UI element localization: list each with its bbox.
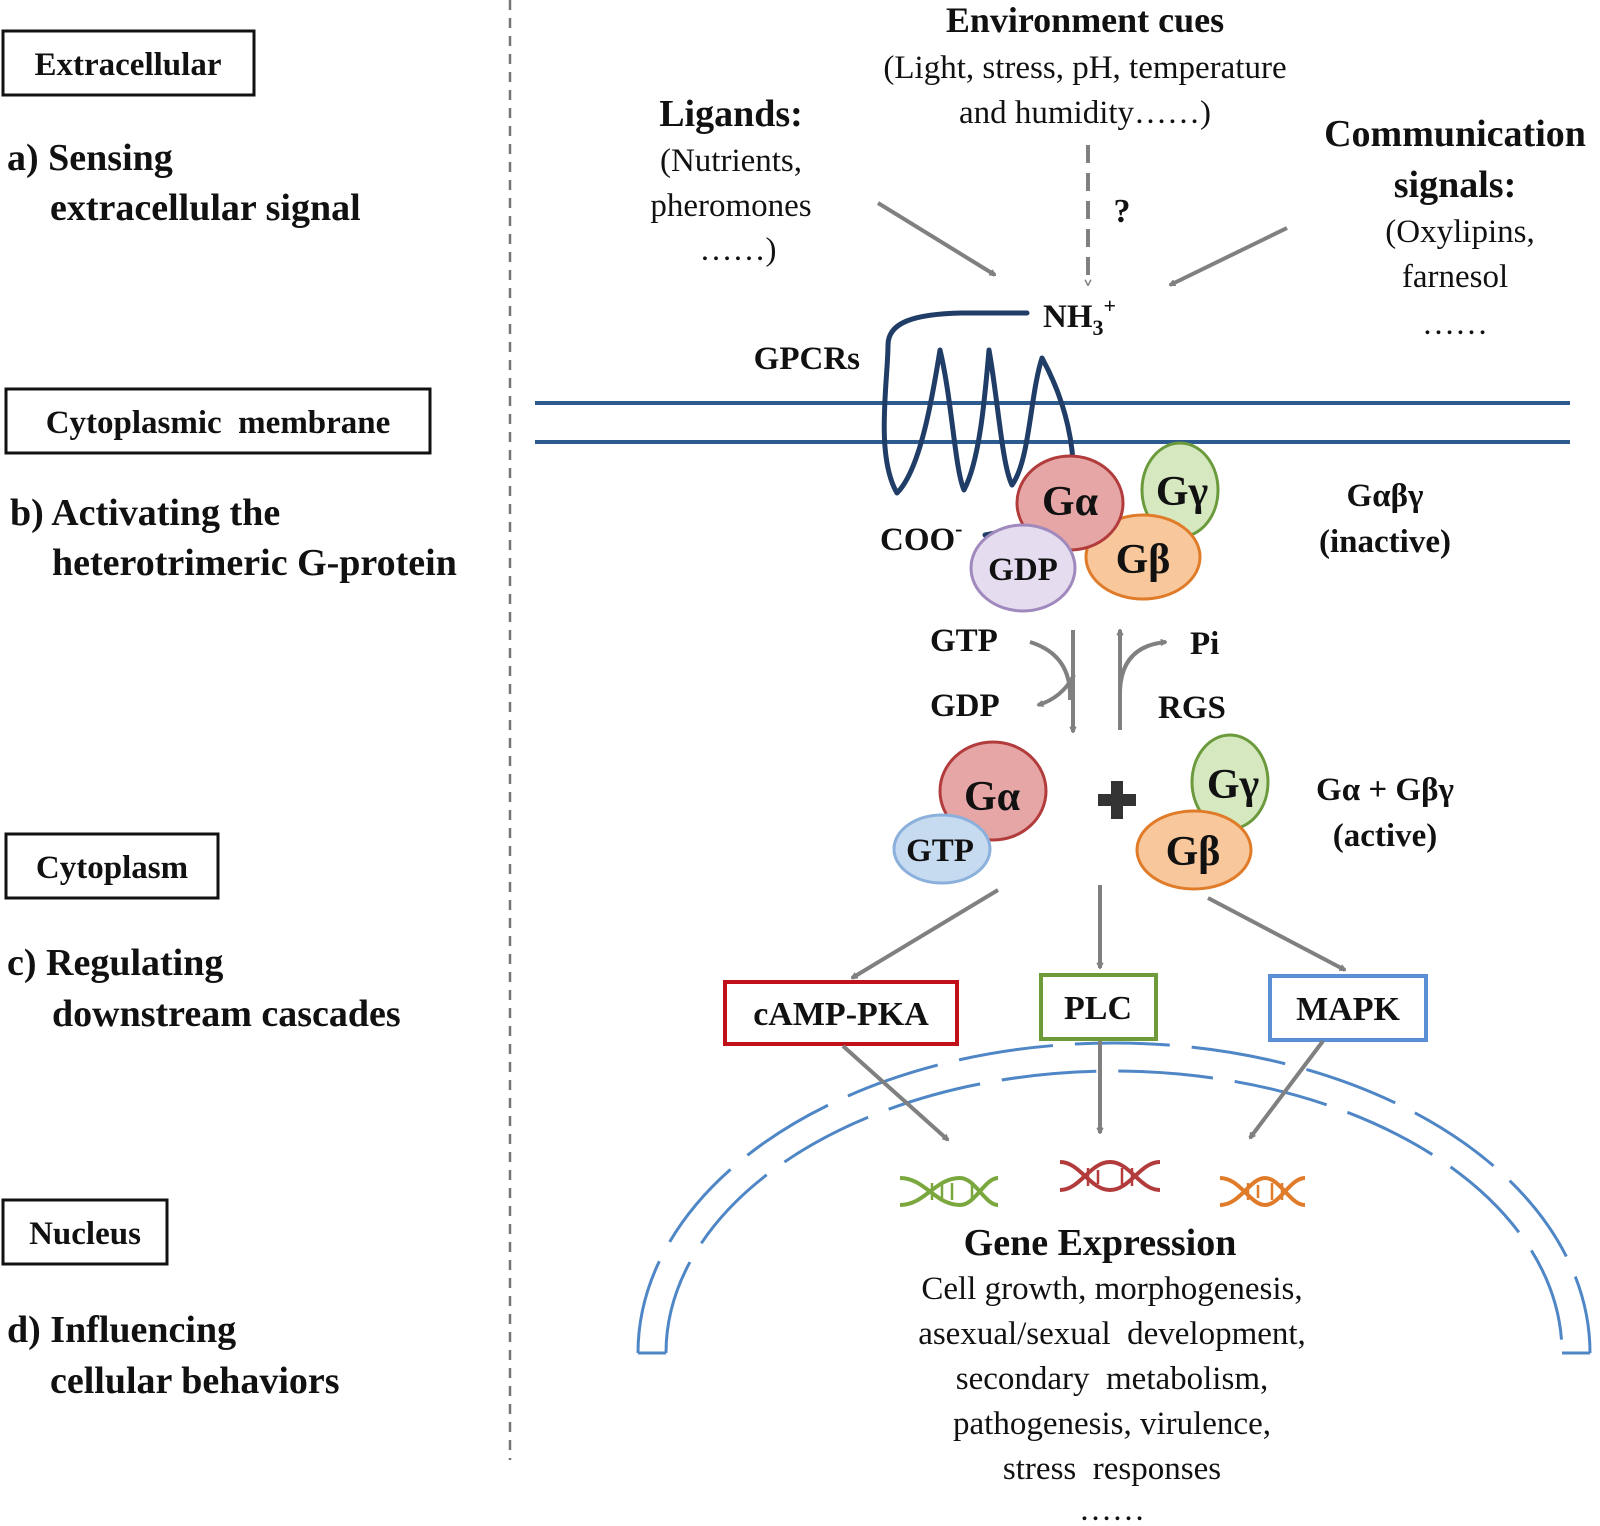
environment-question: ? — [1114, 193, 1131, 230]
communication-title1: Communication — [1324, 113, 1586, 155]
gpcrs-label: GPCRs — [754, 341, 860, 377]
pi-label: Pi — [1190, 626, 1219, 662]
plc-label: PLC — [1064, 990, 1132, 1027]
step-c-desc: downstream cascades — [52, 993, 401, 1035]
gdp-out-arrow — [1038, 674, 1076, 705]
active-alpha-subunit — [938, 740, 1048, 842]
communication-title2: signals: — [1394, 164, 1516, 206]
gtp-label: GTP — [906, 833, 974, 869]
camp-pka-box — [723, 980, 959, 1046]
step-a-desc: extracellular signal — [50, 187, 361, 229]
inactive-label-line2: (inactive) — [1319, 524, 1451, 560]
gene-expression-line6: …… — [1079, 1492, 1145, 1526]
step-d-title: d) Influencing — [7, 1309, 236, 1351]
nucleus-box — [1, 1198, 169, 1266]
arrow-mapk-to-dna — [1248, 1039, 1325, 1138]
active-label-line2: (active) — [1333, 818, 1437, 854]
gtp-in-arrow — [1029, 640, 1073, 701]
active-g-alpha: Gα GTP — [892, 740, 1048, 885]
extracellular-label: Extracellular — [35, 47, 222, 83]
step-b-desc: heterotrimeric G-protein — [52, 542, 457, 584]
inactive-label-line1: Gαβγ — [1347, 478, 1424, 514]
inactive-alpha-label: Gα — [1042, 479, 1099, 525]
communication-arrow — [1170, 226, 1288, 287]
extracellular-box — [1, 29, 256, 97]
active-beta-subunit — [1135, 809, 1253, 891]
step-a-title: a) Sensing — [7, 137, 173, 179]
plc-box — [1039, 973, 1158, 1041]
nucleus-label: Nucleus — [29, 1216, 141, 1252]
exchange-gdp-label: GDP — [930, 688, 1000, 724]
plus-icon — [1098, 781, 1136, 819]
inactive-g-protein: Gγ Gβ Gα GDP — [969, 441, 1220, 613]
active-gamma-label: Gγ — [1207, 762, 1260, 808]
gpcr-receptor — [881, 310, 1076, 538]
membrane-label: Cytoplasmic membrane — [46, 405, 391, 441]
mapk-label: MAPK — [1296, 991, 1400, 1028]
step-c-title: c) Regulating — [7, 942, 223, 984]
gene-expression-line3: secondary metabolism, — [956, 1361, 1269, 1397]
stage-cytoplasm: Cytoplasm c) Regulating downstream casca… — [4, 832, 401, 1035]
dna-icon-red — [1059, 1159, 1161, 1193]
cascade-plc: PLC — [1039, 973, 1158, 1041]
dna-icon-orange — [1219, 1175, 1306, 1208]
communication-signals: Communication signals: (Oxylipins, farne… — [1324, 113, 1586, 342]
ligands-line3: ……) — [700, 232, 777, 268]
mapk-box — [1268, 974, 1428, 1042]
environment-line1: (Light, stress, pH, temperature — [883, 50, 1286, 86]
pi-release-arrow — [1118, 642, 1166, 691]
communication-line1: (Oxylipins, — [1385, 214, 1534, 250]
communication-line2: farnesol — [1402, 259, 1508, 295]
arrow-to-camp-pka — [852, 888, 1000, 980]
active-alpha-label: Gα — [964, 774, 1021, 820]
rgs-label: RGS — [1158, 690, 1226, 726]
step-d-desc: cellular behaviors — [50, 1360, 340, 1402]
ligands-line2: pheromones — [650, 188, 811, 224]
gtp-molecule — [892, 813, 992, 885]
membrane-box — [4, 387, 432, 455]
active-label-line1: Gα + Gβγ — [1316, 772, 1454, 808]
environment-line2: and humidity……) — [959, 95, 1211, 131]
stage-nucleus: Nucleus d) Influencing cellular behavior… — [1, 1198, 340, 1402]
active-g-beta-gamma: Gγ Gβ — [1135, 733, 1270, 891]
step-b-title: b) Activating the — [10, 492, 280, 534]
dna-icon-green — [899, 1175, 999, 1208]
cascade-camp-pka: cAMP-PKA — [723, 980, 959, 1046]
gene-expression-line5: stress responses — [1003, 1451, 1221, 1487]
stage-extracellular: Extracellular a) Sensing extracellular s… — [1, 29, 361, 229]
arrow-to-mapk — [1207, 896, 1345, 972]
active-beta-label: Gβ — [1166, 829, 1221, 875]
ligands: Ligands: (Nutrients, pheromones ……) — [650, 93, 811, 268]
ligand-arrow — [876, 201, 995, 277]
gene-expression-line4: pathogenesis, virulence, — [953, 1406, 1271, 1442]
camp-pka-label: cAMP-PKA — [753, 996, 929, 1033]
cytoplasm-box — [4, 832, 220, 900]
stage-membrane: Cytoplasmic membrane b) Activating the h… — [4, 387, 457, 584]
cascade-mapk: MAPK — [1268, 974, 1428, 1042]
environment-cues: Environment cues (Light, stress, pH, tem… — [883, 0, 1286, 230]
ligands-title: Ligands: — [659, 93, 803, 135]
ligands-line1: (Nutrients, — [660, 143, 802, 179]
arrow-camp-pka-to-dna — [841, 1044, 948, 1142]
inactive-beta-subunit — [1084, 513, 1202, 601]
environment-title: Environment cues — [946, 0, 1224, 40]
coo-label: COO- — [880, 516, 963, 558]
inactive-gamma-label: Gγ — [1156, 469, 1209, 515]
inactive-beta-label: Gβ — [1116, 537, 1171, 583]
gene-expression-line2: asexual/sexual development, — [918, 1316, 1306, 1352]
nuclear-envelope — [636, 1041, 1592, 1355]
gdp-molecule — [969, 523, 1077, 613]
nh3-label: NH3+ — [1043, 293, 1116, 340]
gdp-label: GDP — [988, 552, 1058, 588]
exchange-gtp-label: GTP — [930, 623, 998, 659]
gene-expression-title: Gene Expression — [964, 1222, 1237, 1264]
cytoplasm-label: Cytoplasm — [36, 850, 188, 886]
communication-line3: …… — [1422, 306, 1488, 342]
gene-expression-line1: Cell growth, morphogenesis, — [921, 1271, 1302, 1307]
